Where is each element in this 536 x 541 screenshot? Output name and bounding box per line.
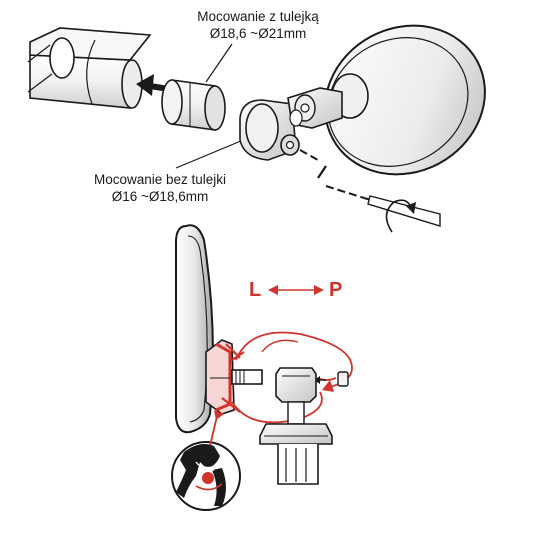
handlebar-tube xyxy=(27,27,152,109)
clamp-assembly xyxy=(259,367,333,485)
screwdriver xyxy=(299,149,441,227)
leader-line-clamp xyxy=(175,137,249,169)
direction-right-label: P xyxy=(329,279,343,301)
label-with-sleeve-range: Ø18,6 ~Ø21mm xyxy=(209,26,307,41)
mirror-clamp xyxy=(239,87,343,161)
threaded-stud xyxy=(231,369,263,385)
double-arrow-icon xyxy=(268,285,324,295)
mirror-nut xyxy=(205,339,245,415)
rotate-clockwise-icon xyxy=(385,199,416,233)
label-without-sleeve-title: Mocowanie bez tulejki xyxy=(93,172,227,187)
label-with-sleeve: Mocowanie z tulejką Ø18,6 ~Ø21mm xyxy=(158,8,358,42)
label-without-sleeve-range: Ø16 ~Ø18,6mm xyxy=(111,189,209,204)
locking-pin xyxy=(314,371,349,387)
direction-left-label: L xyxy=(249,279,262,301)
label-without-sleeve: Mocowanie bez tulejki Ø16 ~Ø18,6mm xyxy=(60,171,260,205)
leader-line-sleeve xyxy=(205,43,233,83)
label-with-sleeve-title: Mocowanie z tulejką xyxy=(197,9,319,24)
wrench-icon xyxy=(171,410,241,511)
sleeve-part xyxy=(161,79,226,131)
side-mirror xyxy=(175,224,214,434)
